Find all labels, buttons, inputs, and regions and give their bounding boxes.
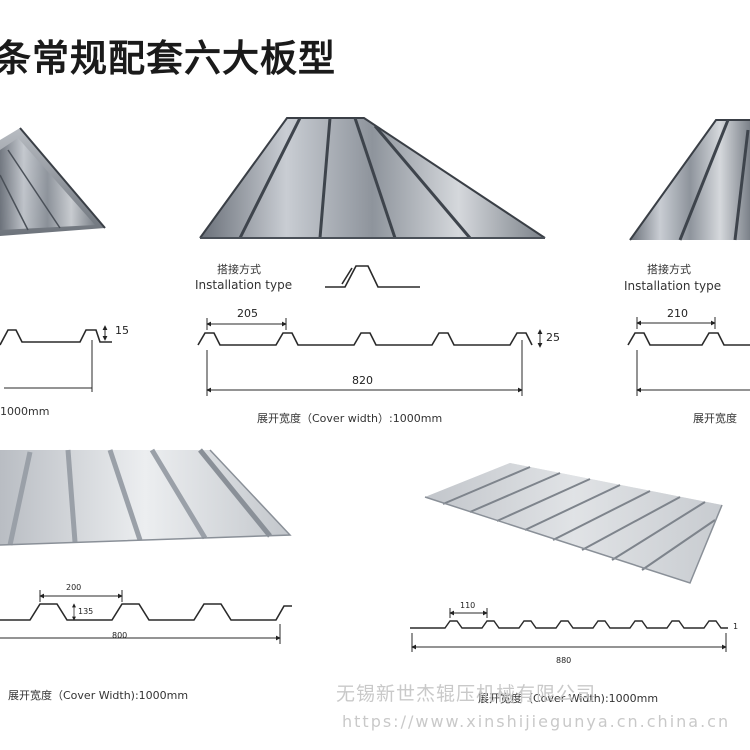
panel-d-span-label: 800 <box>112 631 128 640</box>
panel-b-pitch-label: 205 <box>237 307 258 320</box>
panel-b-span-label: 820 <box>352 374 373 387</box>
panel-b-install-en: Installation type <box>195 278 293 292</box>
panel-e-height-label: 1 <box>733 622 739 631</box>
panel-e-profile <box>410 608 728 652</box>
panel-b-install-cn: 搭接方式 <box>217 263 261 276</box>
panel-c-profile <box>627 317 750 396</box>
panel-e-width-caption: 展开宽度（Cover Width):1000mm <box>478 692 659 705</box>
panel-b-sheet-photo <box>199 117 546 239</box>
panel-a-height-label: 15 <box>115 324 129 337</box>
panel-a-sheet-photo <box>0 127 106 236</box>
panel-c-pitch-label: 210 <box>667 307 688 320</box>
panel-a-profile <box>0 325 112 392</box>
panel-d-sheet-photo <box>0 448 292 546</box>
panel-a-width-caption: 1000mm <box>0 405 50 418</box>
watermark-url: https://www.xinshijiegunya.cn.china.cn <box>342 712 731 731</box>
page-title: 条常规配套六大板型 <box>0 37 336 80</box>
panel-c-width-caption: 展开宽度 <box>693 412 737 425</box>
panel-e-span-label: 880 <box>556 656 572 665</box>
panel-b-height-label: 25 <box>546 331 560 344</box>
panel-d-width-caption: 展开宽度（Cover Width):1000mm <box>8 689 189 702</box>
panel-d-height-label: 135 <box>78 607 94 616</box>
panel-c-install-en: Installation type <box>624 279 722 293</box>
panel-c-sheet-photo <box>629 119 750 241</box>
panel-b-profile <box>197 318 543 396</box>
panel-e-sheet-photo <box>424 463 723 584</box>
watermark-company: 无锡新世杰辊压机械有限公司 <box>336 683 597 705</box>
panel-d-profile <box>0 590 292 644</box>
panel-c-install-cn: 搭接方式 <box>647 263 691 276</box>
panel-e-pitch-label: 110 <box>460 601 476 610</box>
panel-d-pitch-label: 200 <box>66 583 82 592</box>
panel-b-width-caption: 展开宽度（Cover width）:1000mm <box>257 412 443 425</box>
panel-b-install-profile <box>325 265 420 288</box>
